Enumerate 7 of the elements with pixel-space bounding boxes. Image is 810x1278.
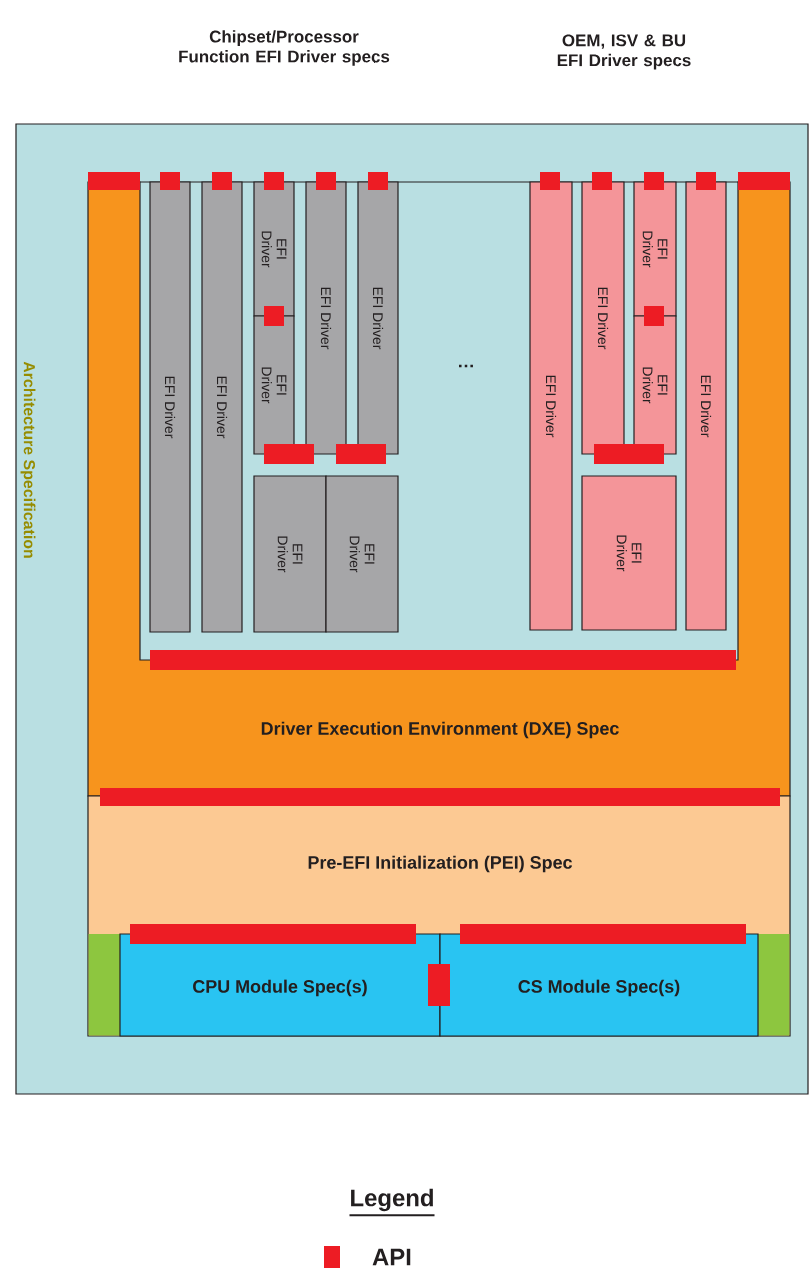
- legend-heading: Legend: [348, 1188, 436, 1217]
- column-heading: Chipset/Processor Function EFI Driver specs: [179, 30, 390, 66]
- module-box: CS Module Spec(s): [439, 933, 759, 1037]
- column-heading: OEM, ISV & BU EFI Driver specs: [557, 34, 691, 70]
- module-box: CPU Module Spec(s): [119, 933, 441, 1037]
- ellipsis: …: [459, 364, 473, 368]
- legend-label: API: [372, 1248, 411, 1266]
